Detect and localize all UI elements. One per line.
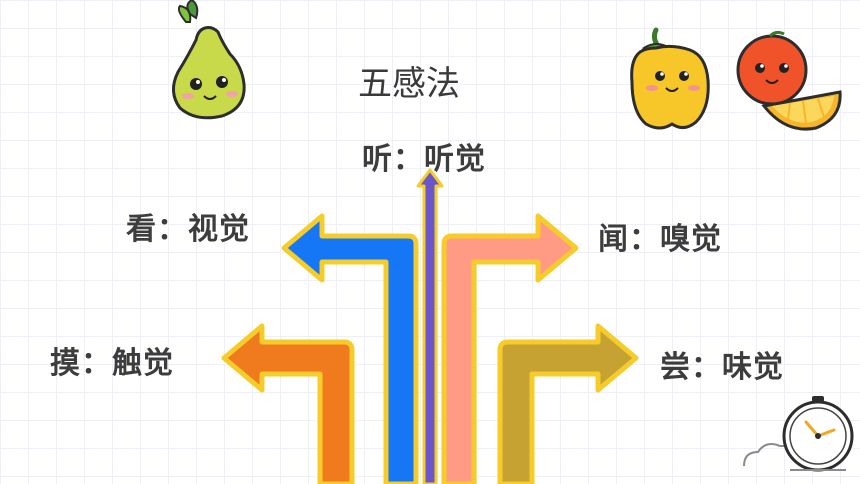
sense-label-taste: 尝：味觉 [660,350,784,385]
page-title: 五感法 [358,64,460,104]
arrow-smell [441,213,579,484]
orange-icon [736,30,842,131]
clock-icon [743,396,854,472]
sense-label-hear: 听：听觉 [362,142,486,177]
sense-label-touch: 摸：触觉 [50,346,174,381]
sense-label-smell: 闻：嗅觉 [598,222,722,257]
arrow-hear [416,168,444,484]
arrow-see [281,213,419,484]
sense-label-see: 看：视觉 [126,212,250,247]
bell-pepper-icon [630,27,710,130]
arrow-taste [497,323,639,484]
arrow-touch [221,323,355,484]
pear-icon [172,0,246,120]
